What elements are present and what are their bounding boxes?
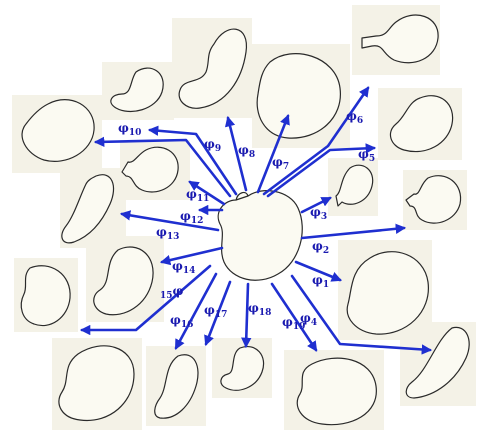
arrow-7 <box>256 114 290 194</box>
label-phi-5: φ5 <box>358 147 375 164</box>
label-phi-6: φ6 <box>346 109 363 126</box>
label-phi-13: φ13 <box>156 225 179 242</box>
arrow-4 <box>290 274 433 355</box>
label-phi-16: φ16 <box>170 313 193 330</box>
deformation-arrows <box>79 86 433 355</box>
label-phi-8: φ8 <box>238 143 255 160</box>
shape-bottom-far-right <box>405 326 470 399</box>
arrow-16 <box>174 272 218 350</box>
arrow-17 <box>204 280 232 346</box>
arrow-1 <box>294 260 342 282</box>
shape-upper-mid-large <box>256 53 341 139</box>
arrow-6 <box>262 86 370 196</box>
arrow-10 <box>93 136 232 198</box>
arrow-18 <box>241 282 252 349</box>
label-phi-12: φ12 <box>180 209 203 226</box>
label-phi-10: φ10 <box>118 121 141 138</box>
shape-left-tall <box>61 174 115 244</box>
shape-far-left-lower <box>20 265 71 327</box>
shape-bottom-center <box>220 346 265 391</box>
label-phi-17: φ17 <box>204 303 227 320</box>
shape-bottom-mid-left <box>154 354 199 419</box>
shape-top-right <box>361 14 439 64</box>
label-phi-2: φ2 <box>312 239 329 256</box>
label-phi-14: φ14 <box>172 259 195 276</box>
label-phi-11: φ11 <box>186 187 209 204</box>
stomach-shapes <box>20 14 470 426</box>
shape-right-lower-large <box>346 251 429 335</box>
shape-right-small <box>335 164 374 207</box>
label-phi-15: 15φ <box>160 284 184 301</box>
arrow-11 <box>188 180 226 206</box>
shape-top-left-small <box>110 67 164 113</box>
label-phi-19: φ19 <box>282 315 305 332</box>
central-stomach <box>217 190 303 281</box>
arrow-14 <box>159 246 224 266</box>
arrow-9 <box>147 125 238 196</box>
arrow-8 <box>224 115 248 192</box>
label-phi-7: φ7 <box>272 155 289 172</box>
arrow-19 <box>270 282 318 352</box>
arrow-15 <box>79 264 212 336</box>
shape-left-lower <box>93 246 154 316</box>
shape-bottom-right-mid <box>296 357 377 426</box>
arrow-5 <box>266 143 377 198</box>
shape-far-right <box>405 175 462 224</box>
label-phi-18: φ18 <box>248 301 271 318</box>
phi-labels: φ1 φ2 φ3 φ4 φ5 φ6 φ7 φ8 φ9 φ10 φ11 φ12 φ… <box>118 109 375 332</box>
label-phi-3: φ3 <box>310 205 327 222</box>
arrow-2 <box>300 223 407 240</box>
label-phi-9: φ9 <box>204 137 221 154</box>
shape-bottom-left <box>58 345 135 422</box>
shape-left-upper <box>21 99 95 162</box>
arrow-13 <box>119 210 220 232</box>
label-phi-4: φ4 <box>300 311 317 328</box>
shape-right-mid <box>389 95 454 153</box>
arrow-3 <box>300 196 332 214</box>
label-phi-1: φ1 <box>312 273 329 290</box>
shape-top-center <box>178 28 247 109</box>
shape-left-mid <box>121 146 179 193</box>
